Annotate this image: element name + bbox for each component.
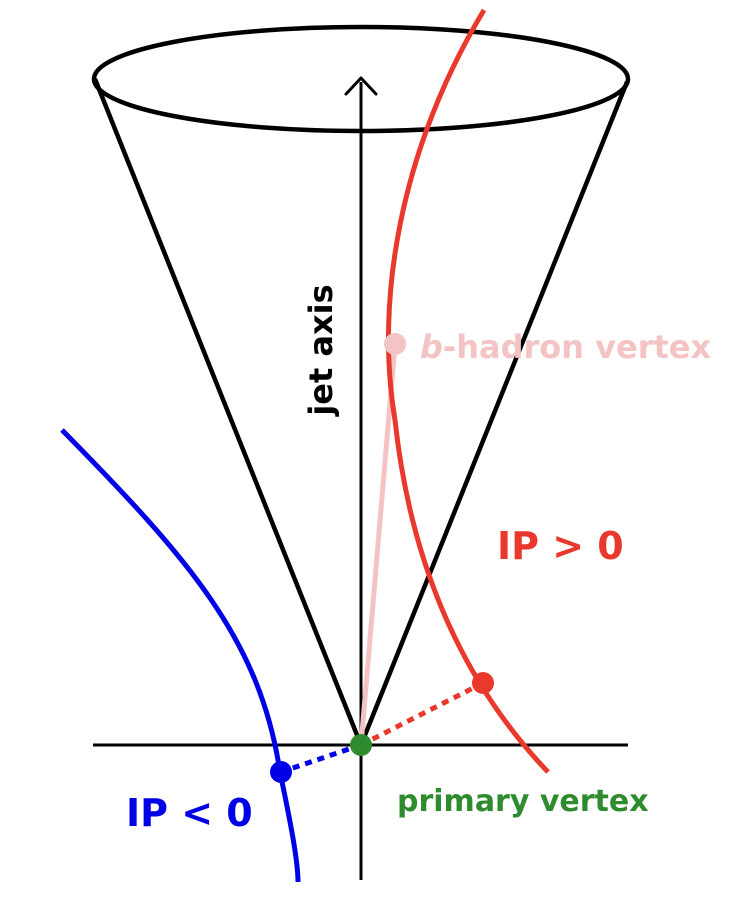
b-hadron-flight-line [358, 343, 398, 746]
positive-ip-point [472, 672, 494, 694]
jet-axis-label: jet axis [302, 284, 340, 417]
cone-opening-ellipse [91, 24, 631, 134]
ip-negative-label: IP < 0 [126, 791, 253, 835]
b-hadron-vertex-point [384, 333, 406, 355]
positive-ip-segment [359, 680, 485, 748]
primary-vertex-point [350, 734, 372, 756]
primary-vertex-label: primary vertex [397, 784, 649, 819]
negative-ip-segment [280, 742, 362, 775]
positive-ip-track [386, 8, 550, 774]
cone-right-edge [358, 81, 630, 746]
negative-ip-track [60, 428, 301, 883]
cone-left-edge [92, 78, 364, 746]
b-hadron-label-rest: -hadron vertex [443, 328, 712, 366]
b-hadron-vertex-label: b-hadron vertex [420, 328, 712, 366]
b-hadron-italic-b: b [420, 328, 443, 366]
jet-axis-arrowhead [344, 76, 378, 96]
negative-ip-point [270, 761, 292, 783]
ip-positive-label: IP > 0 [497, 524, 624, 568]
